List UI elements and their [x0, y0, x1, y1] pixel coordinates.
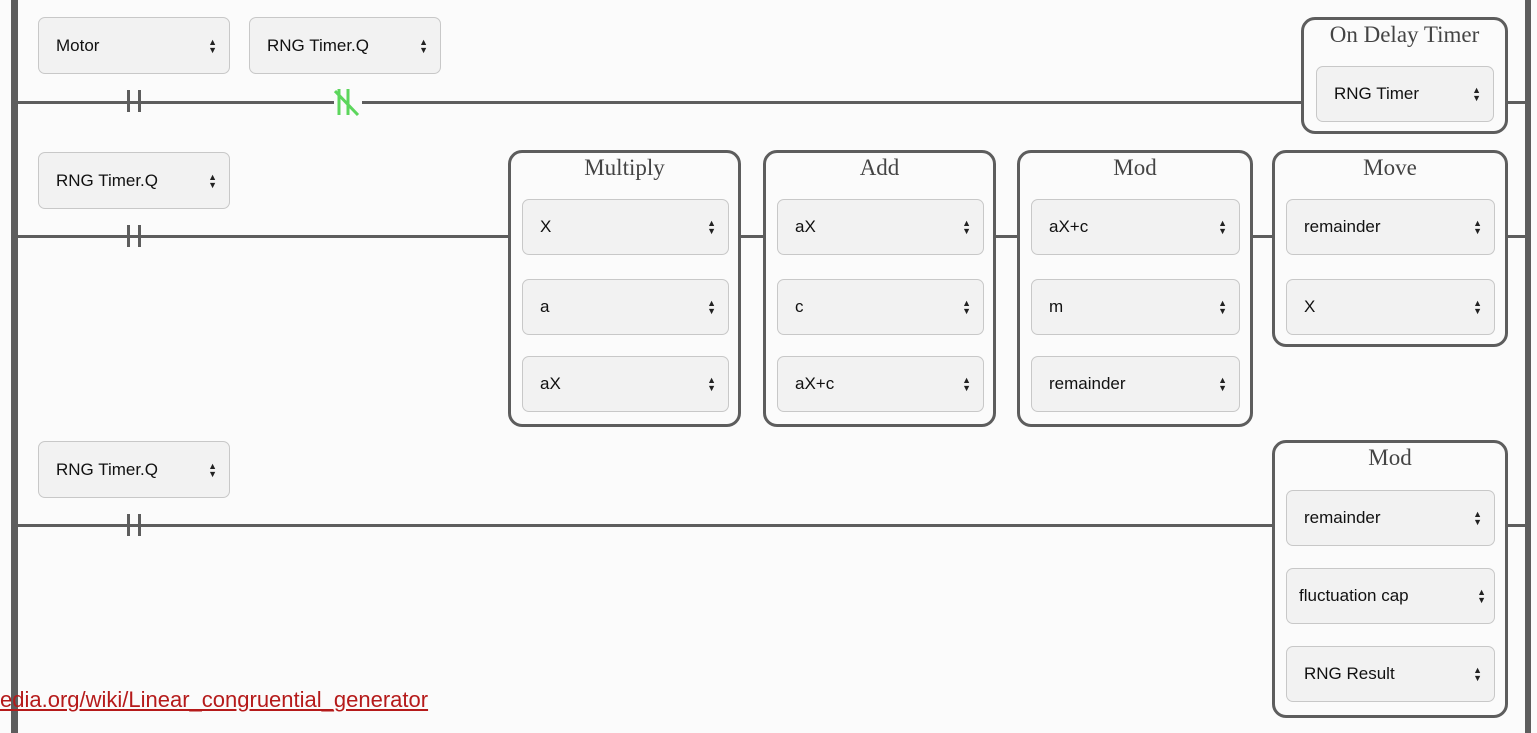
add-block: Add aX ▲▼ c ▲▼ aX+c ▲▼: [763, 150, 996, 427]
block-title: Move: [1363, 155, 1417, 180]
select-arrows-icon: ▲▼: [962, 375, 971, 393]
left-power-rail: [11, 0, 18, 733]
select-arrows-icon: ▲▼: [1473, 298, 1482, 316]
select-value: RNG Timer: [1334, 84, 1419, 103]
select-value: RNG Result: [1304, 664, 1395, 683]
select-value: Motor: [56, 35, 100, 55]
rung-3-wire: [18, 524, 1525, 527]
block-title: On Delay Timer: [1329, 22, 1480, 47]
mod-output-select[interactable]: remainder ▲▼: [1031, 356, 1240, 412]
select-value: X: [540, 217, 552, 236]
select-value: X: [1304, 297, 1316, 316]
rung-2-contact-select[interactable]: RNG Timer.Q ▲▼: [38, 152, 230, 209]
move-block: Move remainder ▲▼ X ▲▼: [1272, 150, 1508, 347]
block-title: Add: [859, 155, 900, 180]
mod-block-2: Mod remainder ▲▼ fluctuation cap ▲▼ RNG …: [1272, 440, 1508, 718]
rung-3-contact-select[interactable]: RNG Timer.Q ▲▼: [38, 441, 230, 498]
multiply-output-select[interactable]: aX ▲▼: [522, 356, 729, 412]
nc-contact-active-icon: [334, 89, 362, 116]
select-arrows-icon: ▲▼: [208, 36, 217, 55]
move-destination-select[interactable]: X ▲▼: [1286, 279, 1495, 335]
select-value: RNG Timer.Q: [56, 459, 159, 479]
select-arrows-icon: ▲▼: [707, 298, 716, 316]
select-value: aX+c: [795, 374, 835, 393]
select-arrows-icon: ▲▼: [707, 375, 716, 393]
select-arrows-icon: ▲▼: [1218, 375, 1227, 393]
wikipedia-link[interactable]: edia.org/wiki/Linear_congruential_genera…: [0, 687, 429, 712]
select-value: aX+c: [1049, 217, 1089, 236]
move-source-select[interactable]: remainder ▲▼: [1286, 199, 1495, 255]
right-power-rail: [1525, 0, 1531, 733]
mod-block: Mod aX+c ▲▼ m ▲▼ remainder ▲▼: [1017, 150, 1253, 427]
select-arrows-icon: ▲▼: [1473, 218, 1482, 236]
select-value: aX: [540, 374, 561, 393]
select-value: RNG Timer.Q: [56, 170, 159, 190]
select-arrows-icon: ▲▼: [1473, 665, 1482, 683]
block-title: Mod: [1368, 445, 1412, 470]
add-input-1-select[interactable]: aX ▲▼: [777, 199, 984, 255]
rung-1-wire: [18, 101, 1302, 104]
select-arrows-icon: ▲▼: [1218, 298, 1227, 316]
select-value: remainder: [1304, 217, 1381, 236]
mod2-output-select[interactable]: RNG Result ▲▼: [1286, 646, 1495, 702]
no-contact-icon: [127, 90, 153, 112]
select-arrows-icon: ▲▼: [962, 298, 971, 316]
mod-input-2-select[interactable]: m ▲▼: [1031, 279, 1240, 335]
block-title: Multiply: [584, 155, 665, 180]
add-output-select[interactable]: aX+c ▲▼: [777, 356, 984, 412]
select-arrows-icon: ▲▼: [1473, 509, 1482, 527]
block-title: Mod: [1113, 155, 1157, 180]
rung-1-wire-end: [1507, 101, 1525, 104]
select-value: remainder: [1304, 508, 1381, 527]
select-arrows-icon: ▲▼: [962, 218, 971, 236]
mod2-input-1-select[interactable]: remainder ▲▼: [1286, 490, 1495, 546]
select-value: remainder: [1049, 374, 1126, 393]
select-value: m: [1049, 297, 1064, 316]
select-value: aX: [795, 217, 816, 236]
select-arrows-icon: ▲▼: [419, 36, 428, 55]
select-arrows-icon: ▲▼: [1218, 218, 1227, 236]
select-arrows-icon: ▲▼: [707, 218, 716, 236]
add-input-2-select[interactable]: c ▲▼: [777, 279, 984, 335]
timer-select[interactable]: RNG Timer ▲▼: [1316, 66, 1494, 122]
select-arrows-icon: ▲▼: [1472, 85, 1481, 103]
rung-1-contact-select-motor[interactable]: Motor ▲▼: [38, 17, 230, 74]
multiply-input-1-select[interactable]: X ▲▼: [522, 199, 729, 255]
select-value: fluctuation cap: [1299, 586, 1409, 605]
select-value: a: [540, 297, 550, 316]
select-arrows-icon: ▲▼: [1477, 587, 1486, 605]
mod2-input-2-select[interactable]: fluctuation cap ▲▼: [1286, 568, 1495, 624]
no-contact-icon: [127, 514, 153, 536]
mod-input-1-select[interactable]: aX+c ▲▼: [1031, 199, 1240, 255]
no-contact-icon: [127, 225, 153, 247]
on-delay-timer-block: On Delay Timer RNG Timer ▲▼: [1301, 17, 1508, 134]
multiply-input-2-select[interactable]: a ▲▼: [522, 279, 729, 335]
select-value: RNG Timer.Q: [267, 35, 370, 55]
select-arrows-icon: ▲▼: [208, 171, 217, 190]
select-arrows-icon: ▲▼: [208, 460, 217, 479]
multiply-block: Multiply X ▲▼ a ▲▼ aX ▲▼: [508, 150, 741, 427]
select-value: c: [795, 297, 804, 316]
rung-1-contact-select-timer-q[interactable]: RNG Timer.Q ▲▼: [249, 17, 441, 74]
